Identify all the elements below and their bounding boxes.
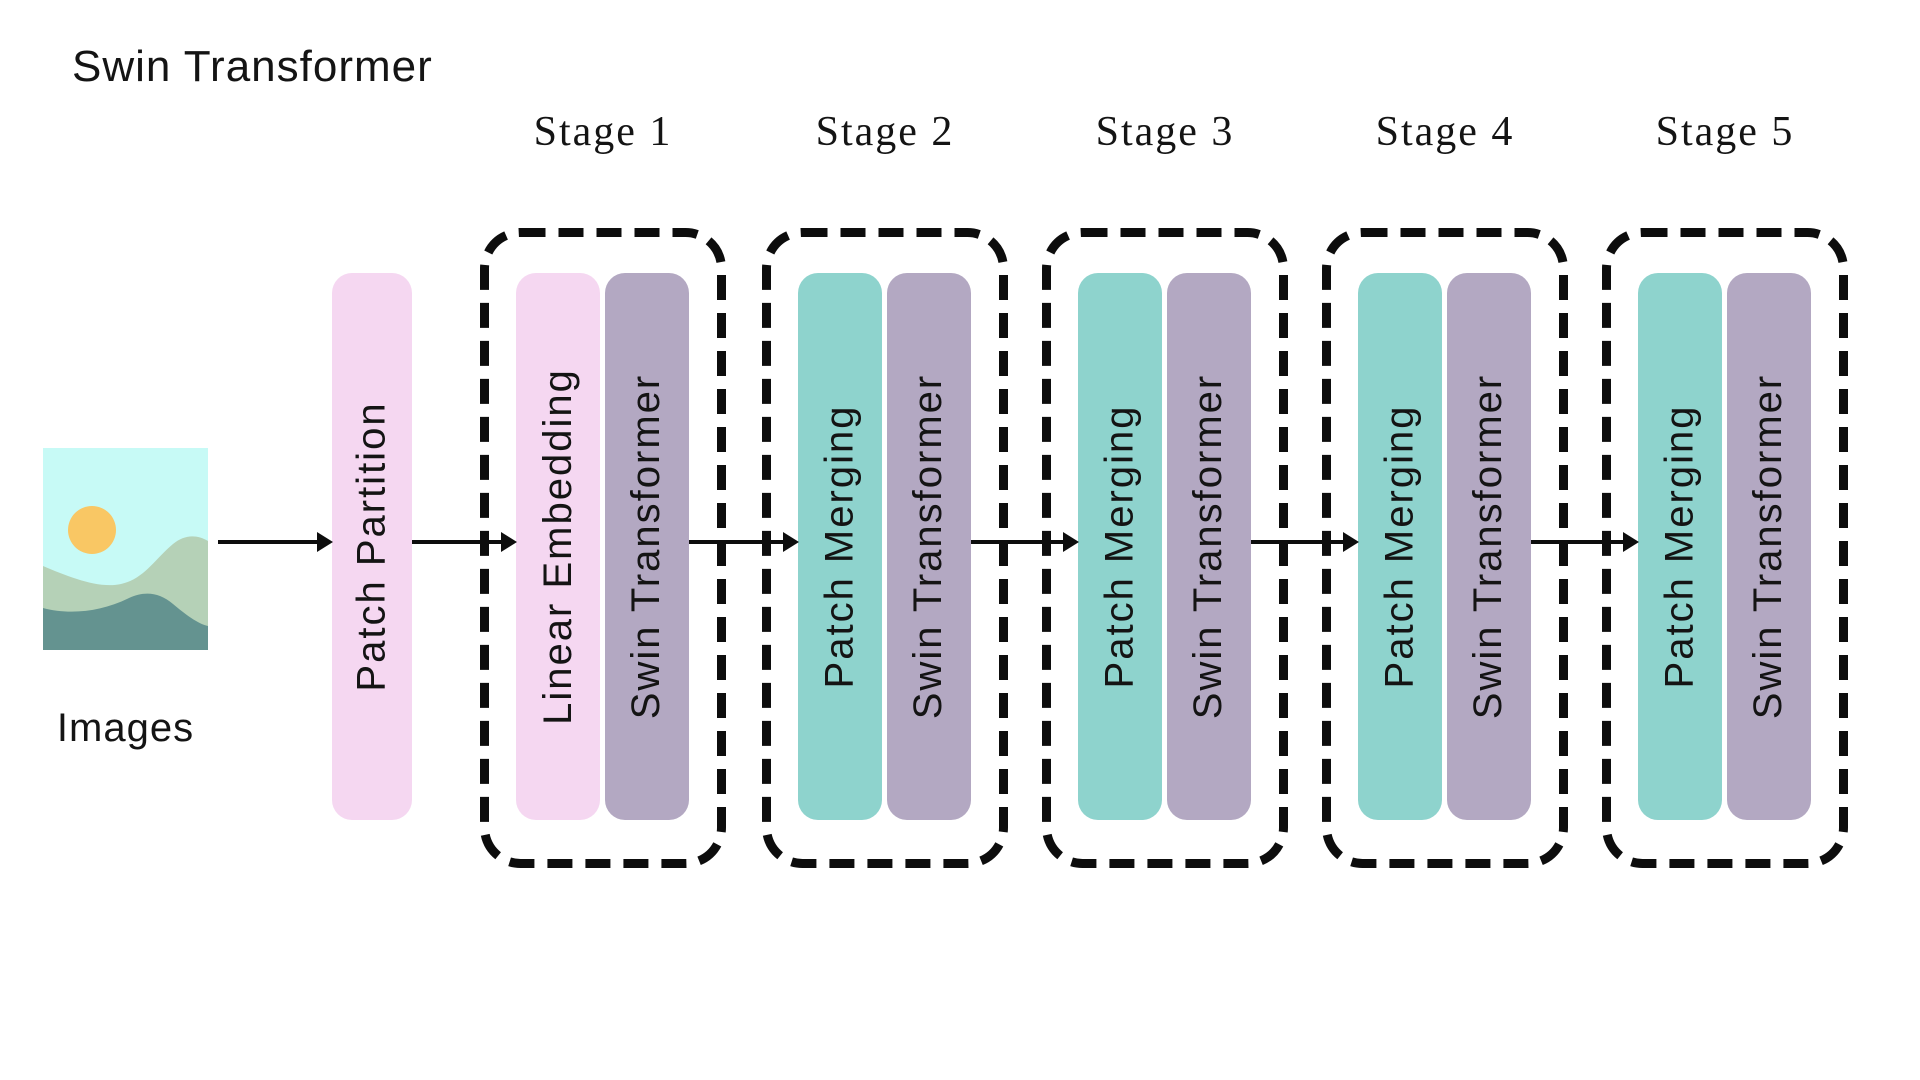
stage-1-block-2-label: Swin Transformer	[624, 373, 669, 720]
stage-dashed-border	[1602, 228, 1848, 868]
stage-1-block-1-label: Linear Embedding	[535, 368, 580, 725]
stage-group-5: Stage 5 Patch Merging Swin Transformer	[1602, 108, 1848, 868]
stage-4-block-2-label: Swin Transformer	[1466, 373, 1511, 720]
stage-group-4: Stage 4 Patch Merging Swin Transformer	[1322, 108, 1568, 868]
stage-label-4: Stage 4	[1375, 109, 1515, 155]
stage-dashed-border	[762, 228, 1008, 868]
dark-hill-shape	[43, 593, 208, 650]
flow-arrow-stage4-to-stage5	[1531, 532, 1639, 552]
stage-4-block-1: Patch Merging	[1358, 273, 1442, 820]
stage-2-block-1: Patch Merging	[798, 273, 882, 820]
stage-group-2: Stage 2 Patch Merging Swin Transformer	[762, 108, 1008, 868]
diagram-title: Swin Transformer	[72, 42, 433, 91]
stage-3-block-2-label: Swin Transformer	[1186, 373, 1231, 720]
stage-dashed-border	[1322, 228, 1568, 868]
stage-group-3: Stage 3 Patch Merging Swin Transformer	[1042, 108, 1288, 868]
stage-2-block-2: Swin Transformer	[887, 273, 971, 820]
stage-1-block-2: Swin Transformer	[605, 273, 689, 820]
stage-3-block-1-label: Patch Merging	[1097, 404, 1142, 689]
flow-arrow-stage3-to-stage4	[1251, 532, 1359, 552]
stage-label-2: Stage 2	[815, 109, 955, 155]
stage-dashed-border	[1042, 228, 1288, 868]
stage-label-1: Stage 1	[533, 109, 673, 155]
flow-arrow-images-to-patch-partition	[218, 532, 333, 552]
stage-3-block-1: Patch Merging	[1078, 273, 1162, 820]
stage-4-block-2: Swin Transformer	[1447, 273, 1531, 820]
flow-arrow-stage1-to-stage2	[689, 532, 799, 552]
stage-2-block-1-label: Patch Merging	[817, 404, 862, 689]
stage-5-block-1: Patch Merging	[1638, 273, 1722, 820]
stage-label-3: Stage 3	[1095, 109, 1235, 155]
patch-partition-label: Patch Partition	[349, 401, 394, 692]
stage-2-block-2-label: Swin Transformer	[906, 373, 951, 720]
sun-icon	[68, 506, 116, 554]
stage-4-block-1-label: Patch Merging	[1377, 404, 1422, 689]
stage-5-block-2-label: Swin Transformer	[1746, 373, 1791, 720]
input-images-label: Images	[56, 706, 195, 750]
stage-1-block-1: Linear Embedding	[516, 273, 600, 820]
stage-5-block-1-label: Patch Merging	[1657, 404, 1702, 689]
stage-5-block-2: Swin Transformer	[1727, 273, 1811, 820]
stage-3-block-2: Swin Transformer	[1167, 273, 1251, 820]
flow-arrow-patch-partition-to-stage1	[412, 532, 517, 552]
stage-dashed-border	[480, 228, 726, 868]
stage-label-5: Stage 5	[1655, 109, 1795, 155]
stage-group-1: Stage 1 Linear Embedding Swin Transforme…	[480, 108, 726, 868]
patch-partition-block: Patch Partition	[332, 273, 412, 820]
input-image-thumbnail	[43, 448, 208, 650]
flow-arrow-stage2-to-stage3	[971, 532, 1079, 552]
